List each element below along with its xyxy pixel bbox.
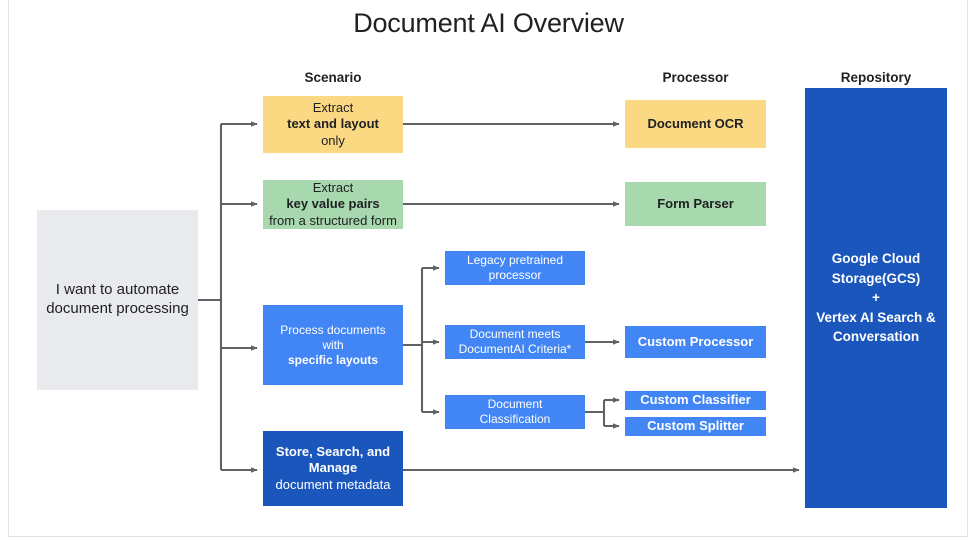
processor-box-custom-processor[interactable]: Custom Processor [625, 326, 766, 358]
page-title: Document AI Overview [353, 8, 624, 38]
column-header-repository: Repository [840, 70, 912, 85]
scenario-label-process-specific-layouts: Process documents with specific layouts [280, 322, 386, 367]
repository-line-4: Vertex AI Search & [816, 309, 936, 325]
branch-label-document-classification: Document Classification [479, 397, 551, 426]
scenario-box-extract-key-value-pairs[interactable]: Extract key value pairs from a structure… [263, 180, 403, 229]
processor-label-form-parser: Form Parser [657, 195, 734, 211]
processor-box-custom-splitter[interactable]: Custom Splitter [625, 417, 766, 436]
branch-label-document-meets-criteria: Document meets DocumentAI Criteria* [458, 327, 572, 356]
column-header-processor: Processor [662, 70, 729, 85]
repository-line-3: + [872, 290, 880, 306]
processor-label-custom-classifier: Custom Classifier [640, 392, 751, 408]
processor-box-document-ocr[interactable]: Document OCR [625, 100, 766, 148]
repository-box[interactable]: Google Cloud Storage(GCS) + Vertex AI Se… [805, 88, 947, 508]
branch-box-document-meets-criteria[interactable]: Document meets DocumentAI Criteria* [445, 325, 585, 359]
repository-line-2: Storage(GCS) [831, 270, 921, 286]
processor-label-document-ocr: Document OCR [647, 115, 744, 131]
processor-label-custom-splitter: Custom Splitter [647, 418, 744, 434]
scenario-box-store-search-manage[interactable]: Store, Search, and Manage document metad… [263, 431, 403, 506]
scenario-label-store-search-manage: Store, Search, and Manage document metad… [275, 444, 391, 492]
scenario-box-extract-text-layout[interactable]: Extract text and layout only [263, 96, 403, 153]
scenario-box-process-specific-layouts[interactable]: Process documents with specific layouts [263, 305, 403, 385]
column-header-scenario: Scenario [304, 70, 362, 85]
repository-line-1: Google Cloud [831, 251, 921, 267]
processor-label-custom-processor: Custom Processor [637, 333, 754, 349]
entry-label: I want to automate document processing [46, 281, 189, 317]
branch-box-legacy-pretrained-processor[interactable]: Legacy pretrained processor [445, 251, 585, 285]
branch-label-legacy-pretrained-processor: Legacy pretrained processor [466, 253, 564, 282]
processor-box-form-parser[interactable]: Form Parser [625, 182, 766, 226]
scenario-label-extract-key-value-pairs: Extract key value pairs from a structure… [269, 180, 397, 228]
branch-box-document-classification[interactable]: Document Classification [445, 395, 585, 429]
entry-box[interactable]: I want to automate document processing [37, 210, 198, 390]
scenario-label-extract-text-layout: Extract text and layout only [287, 100, 379, 148]
repository-line-5: Conversation [832, 329, 920, 345]
processor-box-custom-classifier[interactable]: Custom Classifier [625, 391, 766, 410]
